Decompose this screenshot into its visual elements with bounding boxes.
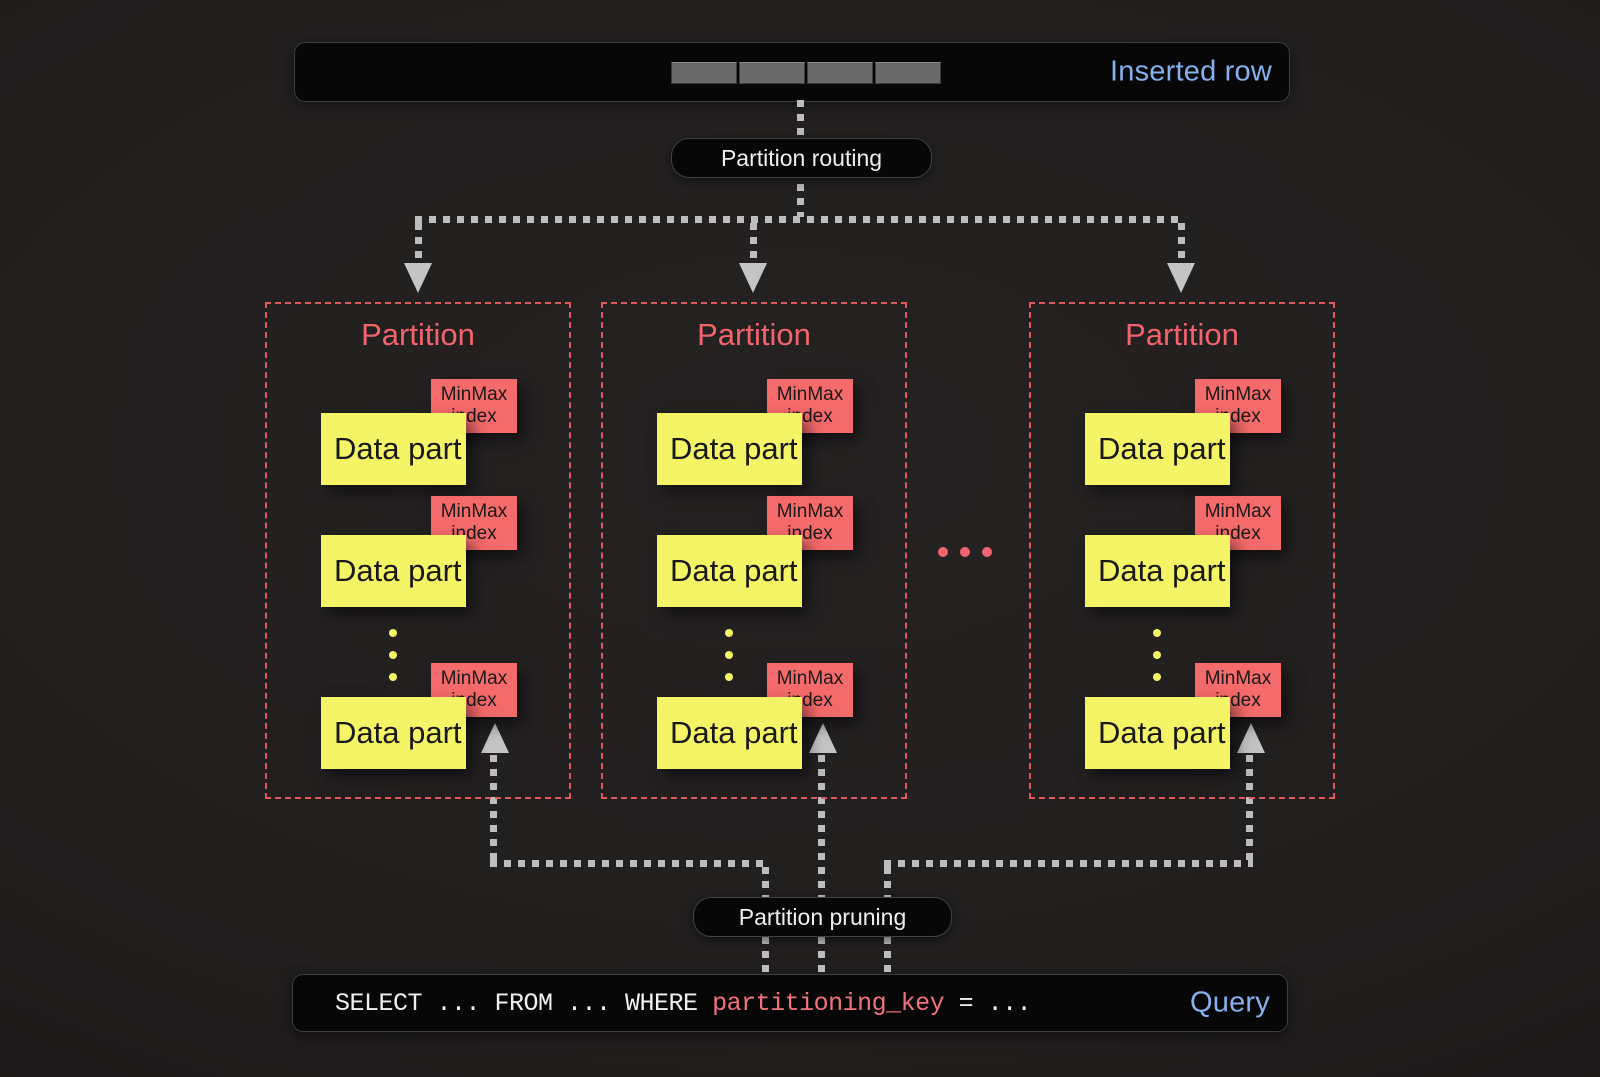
pruning-line-middle xyxy=(818,755,825,974)
data-parts-ellipsis xyxy=(725,629,733,681)
routing-drop-right xyxy=(1178,223,1185,263)
data-part-box: Data part xyxy=(1085,697,1230,769)
data-parts-ellipsis xyxy=(1153,629,1161,681)
data-part-box: Data part xyxy=(321,697,466,769)
minmax-index-box: MinMax index xyxy=(767,663,853,717)
partition-title: Partition xyxy=(697,317,811,352)
pruning-line-horizontal-left xyxy=(490,860,770,867)
partition-title: Partition xyxy=(361,317,475,352)
query-statement: SELECT ... FROM ... WHERE partitioning_k… xyxy=(335,988,1032,1018)
pruning-line-left-up xyxy=(490,755,497,867)
query-partitioning-key: partitioning_key xyxy=(712,988,945,1018)
data-part-box: Data part xyxy=(321,413,466,485)
arrow-down-icon xyxy=(404,263,432,293)
routing-drop-left xyxy=(415,223,422,263)
minmax-index-box: MinMax index xyxy=(1195,379,1281,433)
query-bar: SELECT ... FROM ... WHERE partitioning_k… xyxy=(292,974,1288,1032)
inserted-row-bar: Inserted row xyxy=(294,42,1290,102)
arrow-down-icon xyxy=(739,263,767,293)
inserted-row-cells xyxy=(671,62,941,84)
data-parts-ellipsis xyxy=(389,629,397,681)
inserted-row-label: Inserted row xyxy=(1110,55,1272,88)
routing-drop-middle xyxy=(750,223,757,263)
query-tail: = ... xyxy=(944,988,1032,1018)
query-clause: SELECT ... FROM ... WHERE xyxy=(335,988,713,1018)
partition-pruning-label: Partition pruning xyxy=(693,897,952,937)
minmax-index-box: MinMax index xyxy=(1195,663,1281,717)
arrow-down-icon xyxy=(1167,263,1195,293)
data-part-box: Data part xyxy=(657,697,802,769)
routing-line-horizontal xyxy=(415,216,1185,223)
data-part-box: Data part xyxy=(321,535,466,607)
partition-title: Partition xyxy=(1125,317,1239,352)
data-part-box: Data part xyxy=(1085,413,1230,485)
partitions-ellipsis xyxy=(938,547,992,557)
data-part-box: Data part xyxy=(1085,535,1230,607)
query-label: Query xyxy=(1190,986,1270,1019)
data-part-box: Data part xyxy=(657,535,802,607)
partition-routing-label: Partition routing xyxy=(671,138,932,178)
data-part-box: Data part xyxy=(657,413,802,485)
pruning-line-horizontal-right xyxy=(884,860,1253,867)
pruning-line-right-up xyxy=(1246,755,1253,867)
